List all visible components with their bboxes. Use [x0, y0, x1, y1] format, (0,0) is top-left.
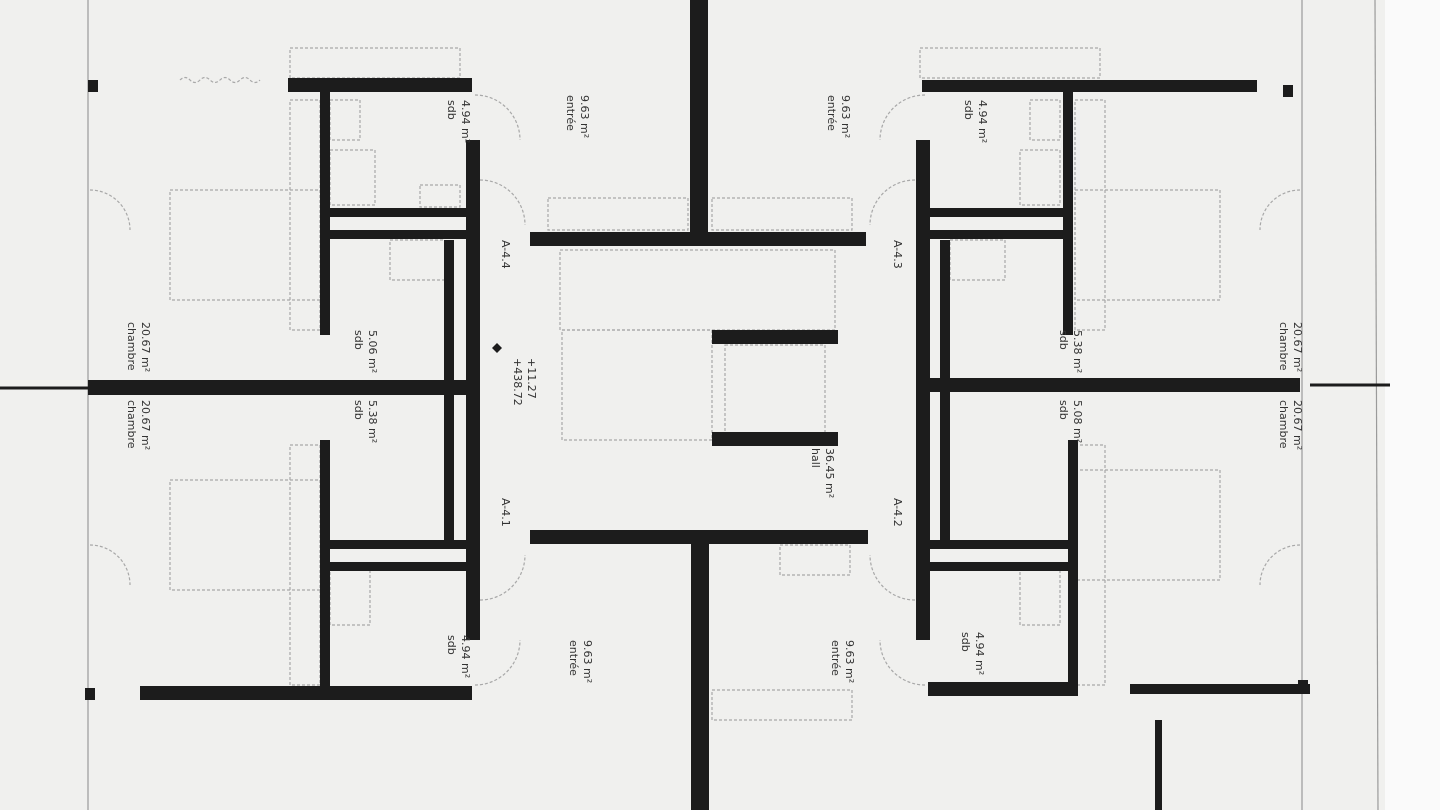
svg-text:5.38 m²: 5.38 m² — [1071, 330, 1084, 373]
svg-text:4.94 m²: 4.94 m² — [459, 635, 472, 678]
svg-text:9.63 m²: 9.63 m² — [581, 640, 594, 683]
facade-lines — [0, 0, 1390, 810]
walls — [85, 0, 1310, 810]
svg-text:sdb: sdb — [1057, 400, 1070, 420]
svg-text:5.06 m²: 5.06 m² — [366, 330, 379, 373]
unit-code: A-4.4 — [499, 240, 512, 269]
svg-text:entrée: entrée — [564, 95, 577, 131]
unit-codes: A-4.4 A-4.3 A-4.1 A-4.2 — [499, 240, 904, 527]
svg-text:chambre: chambre — [1277, 322, 1290, 371]
page-margin — [1385, 0, 1440, 810]
elevation-marker: +11.27 +438.72 — [492, 343, 538, 406]
unit-code: A-4.3 — [891, 240, 904, 269]
svg-text:9.63 m²: 9.63 m² — [578, 95, 591, 138]
svg-text:20.67 m²: 20.67 m² — [139, 400, 152, 450]
unit-code: A-4.2 — [891, 498, 904, 527]
svg-text:5.38 m²: 5.38 m² — [366, 400, 379, 443]
svg-text:entrée: entrée — [825, 95, 838, 131]
svg-text:hall: hall — [809, 448, 822, 468]
svg-text:9.63 m²: 9.63 m² — [843, 640, 856, 683]
unit-code: A-4.1 — [499, 498, 512, 527]
svg-text:sdb: sdb — [352, 400, 365, 420]
svg-text:20.67 m²: 20.67 m² — [1291, 322, 1304, 372]
svg-text:sdb: sdb — [1057, 330, 1070, 350]
svg-text:9.63 m²: 9.63 m² — [839, 95, 852, 138]
svg-text:sdb: sdb — [959, 632, 972, 652]
svg-text:36.45 m²: 36.45 m² — [823, 448, 836, 498]
svg-text:4.94 m²: 4.94 m² — [973, 632, 986, 675]
svg-text:sdb: sdb — [445, 635, 458, 655]
svg-text:+438.72: +438.72 — [511, 358, 524, 406]
svg-text:entrée: entrée — [567, 640, 580, 676]
svg-text:chambre: chambre — [125, 322, 138, 371]
svg-text:sdb: sdb — [445, 100, 458, 120]
svg-text:20.67 m²: 20.67 m² — [1291, 400, 1304, 450]
elevation-icon — [492, 343, 502, 353]
svg-text:+11.27: +11.27 — [525, 358, 538, 399]
svg-text:20.67 m²: 20.67 m² — [139, 322, 152, 372]
svg-text:chambre: chambre — [1277, 400, 1290, 449]
svg-text:4.94 m²: 4.94 m² — [459, 100, 472, 143]
svg-text:chambre: chambre — [125, 400, 138, 449]
svg-text:5.08 m²: 5.08 m² — [1071, 400, 1084, 443]
svg-text:sdb: sdb — [352, 330, 365, 350]
svg-text:entrée: entrée — [829, 640, 842, 676]
svg-text:4.94 m²: 4.94 m² — [976, 100, 989, 143]
svg-text:sdb: sdb — [962, 100, 975, 120]
